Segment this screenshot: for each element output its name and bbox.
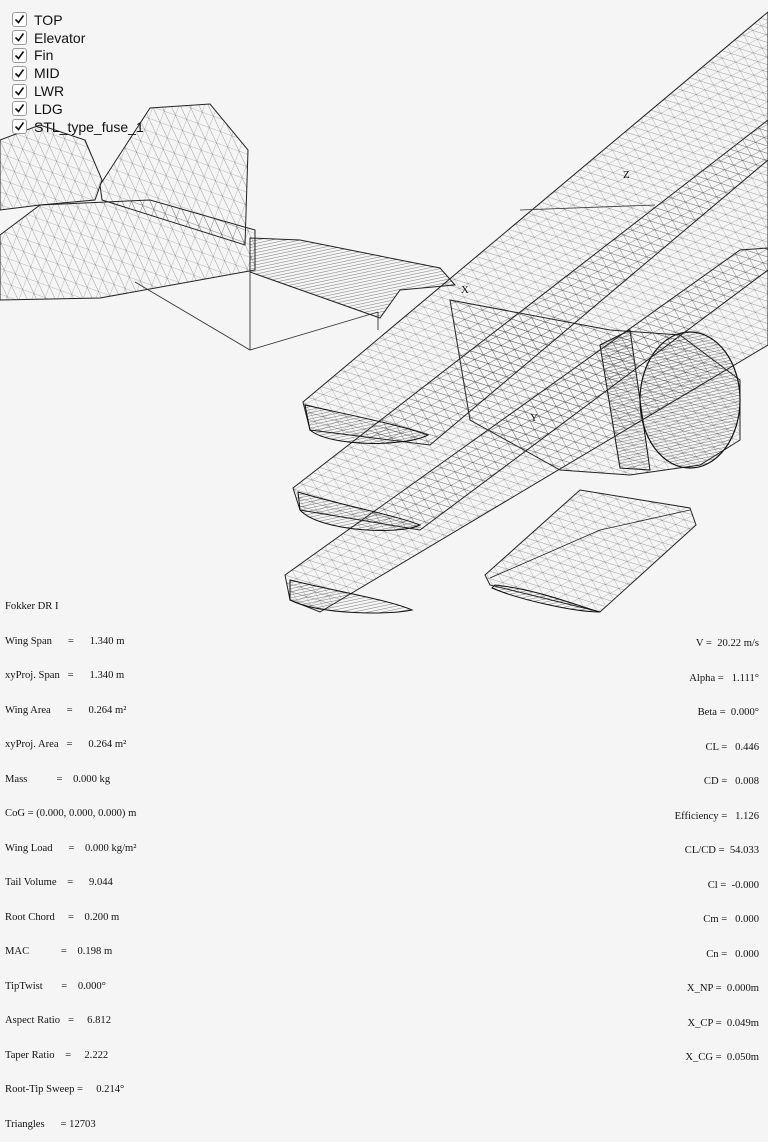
stat-line: Aspect Ratio = 6.812 — [5, 1015, 112, 1026]
stat-line: Wing Area = 0.264 m² — [5, 704, 127, 716]
checkbox[interactable] — [12, 65, 27, 81]
layer-toggle-ldg[interactable]: LDG — [12, 100, 144, 118]
checkbox[interactable] — [12, 12, 27, 28]
layer-toggle-mid[interactable]: MID — [12, 64, 144, 82]
checkbox[interactable] — [12, 47, 27, 63]
aero-line: Beta = 0.000° — [697, 707, 759, 718]
stat-line: Tail Volume = 9.044 — [5, 877, 113, 888]
layer-label: STL_type_fuse_1 — [34, 118, 144, 135]
stat-line: TipTwist = 0.000° — [5, 980, 106, 992]
aero-line: Cm = 0.000 — [703, 914, 759, 925]
stat-line: xyProj. Span = 1.340 m — [5, 670, 125, 681]
aero-line: X_CG = 0.050m — [685, 1052, 759, 1063]
aero-line: Cl = -0.000 — [707, 879, 759, 891]
stat-line: Root Chord = 0.200 m — [5, 911, 120, 923]
aero-info-panel: V = 20.22 m/s Alpha = 1.111° Beta = 0.00… — [675, 615, 759, 1075]
checkmark-icon — [14, 104, 25, 114]
checkbox[interactable] — [12, 83, 27, 99]
top-wing — [302, 11, 768, 446]
layer-visibility-list: TOP Elevator Fin MID LWR LDG STL_type_fu… — [12, 11, 144, 136]
stat-line: Wing Load = 0.000 kg/m² — [5, 842, 137, 854]
tail-assembly — [0, 103, 457, 351]
checkmark-icon — [14, 51, 25, 60]
aero-line: CD = 0.008 — [703, 776, 759, 787]
checkmark-icon — [14, 122, 25, 131]
checkmark-icon — [14, 86, 25, 96]
layer-label: MID — [34, 65, 60, 82]
layer-label: LDG — [34, 100, 63, 117]
stat-line: xyProj. Area = 0.264 m² — [5, 739, 127, 750]
aero-line: X_NP = 0.000m — [686, 983, 759, 994]
landing-gear-fairing — [484, 489, 697, 613]
layer-label: Elevator — [34, 29, 86, 46]
aero-line: Alpha = 1.111° — [689, 672, 759, 684]
checkmark-icon — [14, 68, 25, 78]
checkmark-icon — [14, 33, 25, 42]
stat-line: MAC = 0.198 m — [5, 946, 113, 957]
stat-line: Root-Tip Sweep = 0.214° — [5, 1084, 125, 1095]
layer-toggle-elevator[interactable]: Elevator — [12, 29, 144, 47]
aero-line: Efficiency = 1.126 — [674, 810, 759, 822]
stat-line: Wing Span = 1.340 m — [5, 635, 125, 647]
layer-toggle-fin[interactable]: Fin — [12, 47, 144, 65]
3d-viewport[interactable] — [0, 0, 768, 768]
axis-label-x: X — [461, 284, 469, 296]
stat-line: Taper Ratio = 2.222 — [5, 1049, 109, 1061]
stat-line: CoG = (0.000, 0.000, 0.000) m — [5, 808, 137, 819]
aero-line: X_CP = 0.049m — [687, 1017, 759, 1029]
geometry-info-panel: Fokker DR I Wing Span = 1.340 m xyProj. … — [5, 578, 136, 1142]
aero-line: CL = 0.446 — [705, 741, 759, 753]
aero-line: CL/CD = 54.033 — [684, 845, 759, 856]
layer-label: TOP — [34, 11, 63, 28]
aero-line: Cn = 0.000 — [706, 948, 759, 960]
layer-toggle-top[interactable]: TOP — [12, 11, 144, 29]
checkbox[interactable] — [12, 101, 27, 117]
stat-line: Triangles = 12703 — [5, 1118, 96, 1130]
axis-label-z: Z — [623, 169, 630, 181]
aero-line: V = 20.22 m/s — [695, 638, 759, 649]
plane-name: Fokker DR I — [5, 601, 59, 612]
layer-label: Fin — [34, 47, 54, 64]
stat-line: Mass = 0.000 kg — [5, 773, 111, 785]
checkmark-icon — [14, 15, 25, 25]
layer-label: LWR — [34, 83, 65, 100]
layer-toggle-stl-fuse[interactable]: STL_type_fuse_1 — [12, 118, 144, 136]
axis-label-y: Y — [530, 412, 538, 424]
layer-toggle-lwr[interactable]: LWR — [12, 82, 144, 100]
checkbox[interactable] — [12, 30, 27, 46]
checkbox[interactable] — [12, 119, 27, 135]
